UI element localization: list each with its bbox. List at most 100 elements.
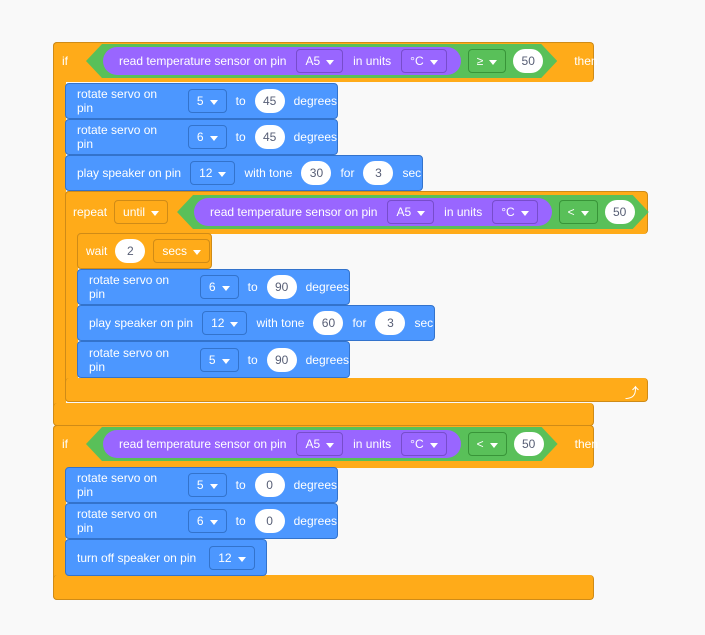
- pin-dropdown[interactable]: 12: [190, 161, 236, 185]
- degrees-label: degrees: [293, 130, 337, 144]
- chevron-down-icon: [581, 211, 589, 216]
- play-speaker-block[interactable]: play speaker on pin 12 with tone 30 for …: [65, 155, 423, 191]
- pin-dropdown[interactable]: 6: [187, 125, 227, 149]
- chevron-down-icon: [326, 60, 334, 65]
- degrees-label: degrees: [293, 514, 337, 528]
- pin-dropdown[interactable]: 5: [199, 347, 239, 372]
- to-label: to: [247, 352, 258, 367]
- wait-input[interactable]: 2: [115, 239, 146, 263]
- chevron-down-icon: [521, 211, 529, 216]
- degrees-input[interactable]: 45: [254, 89, 285, 113]
- degrees-label: degrees: [293, 94, 337, 108]
- block-label: rotate servo on pin: [77, 87, 158, 115]
- repeat-mode-dropdown[interactable]: until: [114, 200, 169, 224]
- rotate-servo-block[interactable]: rotate servo on pin 5 to 0 degrees: [65, 467, 338, 503]
- tone-input[interactable]: 30: [301, 161, 332, 185]
- block-label: rotate servo on pin: [89, 345, 170, 374]
- temperature-sensor-reporter[interactable]: read temperature sensor on pin A5 in uni…: [103, 430, 461, 458]
- sec-label: sec: [402, 166, 422, 180]
- unit-dropdown[interactable]: °C: [492, 200, 537, 224]
- repeat-label: repeat: [73, 205, 108, 219]
- chevron-down-icon: [209, 136, 218, 141]
- temperature-sensor-reporter[interactable]: read temperature sensor on pin A5 in uni…: [103, 47, 461, 75]
- time-unit-dropdown[interactable]: secs: [153, 239, 211, 263]
- degrees-label: degrees: [305, 352, 349, 367]
- pin-dropdown[interactable]: 5: [187, 473, 227, 497]
- chevron-down-icon: [237, 556, 246, 562]
- pin-dropdown[interactable]: 6: [187, 509, 227, 533]
- wait-block[interactable]: wait 2 secs: [77, 233, 212, 269]
- chevron-down-icon: [430, 60, 438, 65]
- operator-dropdown[interactable]: <: [559, 200, 598, 224]
- to-label: to: [247, 280, 258, 294]
- value-input[interactable]: 50: [605, 200, 635, 224]
- chevron-down-icon: [489, 60, 497, 65]
- pin-dropdown[interactable]: A5: [296, 432, 343, 456]
- condition-compare[interactable]: read temperature sensor on pin A5 in uni…: [177, 195, 649, 229]
- to-label: to: [235, 130, 246, 144]
- value-input[interactable]: 50: [513, 49, 543, 73]
- play-speaker-block[interactable]: play speaker on pin 12 with tone 60 for …: [77, 305, 435, 341]
- sensor-label: read temperature sensor on pin: [210, 205, 378, 219]
- repeat-bottom: ⤴: [65, 378, 648, 402]
- chevron-down-icon: [490, 443, 498, 448]
- if-label: if: [62, 54, 68, 68]
- pin-dropdown[interactable]: A5: [296, 49, 343, 73]
- to-label: to: [235, 514, 246, 528]
- unit-dropdown[interactable]: °C: [401, 49, 446, 73]
- block-label: rotate servo on pin: [77, 471, 158, 499]
- degrees-label: degrees: [293, 478, 337, 492]
- units-label: in units: [353, 437, 392, 451]
- rotate-servo-block[interactable]: rotate servo on pin 5 to 45 degrees: [65, 83, 338, 119]
- chevron-down-icon: [221, 286, 230, 291]
- pin-dropdown[interactable]: 12: [202, 311, 248, 335]
- tone-label: with tone: [256, 316, 305, 330]
- for-label: for: [340, 166, 355, 180]
- sensor-label: read temperature sensor on pin: [119, 437, 287, 451]
- tone-label: with tone: [244, 166, 293, 180]
- rotate-servo-block[interactable]: rotate servo on pin 5 to 90 degrees: [77, 341, 350, 378]
- if-block-1-bottom: [53, 403, 594, 426]
- duration-input[interactable]: 3: [363, 161, 394, 185]
- condition-compare[interactable]: read temperature sensor on pin A5 in uni…: [86, 44, 557, 78]
- loop-arrow-icon: ⤴: [625, 385, 639, 401]
- then-label: then: [574, 54, 598, 68]
- degrees-input[interactable]: 0: [254, 473, 285, 497]
- chevron-down-icon: [230, 322, 239, 327]
- block-label: rotate servo on pin: [77, 123, 158, 151]
- pin-dropdown[interactable]: A5: [387, 200, 434, 224]
- degrees-input[interactable]: 90: [266, 347, 297, 372]
- duration-input[interactable]: 3: [375, 311, 406, 335]
- sensor-label: read temperature sensor on pin: [119, 54, 287, 68]
- pin-dropdown[interactable]: 5: [187, 89, 227, 113]
- degrees-label: degrees: [305, 280, 349, 294]
- degrees-input[interactable]: 45: [254, 125, 285, 149]
- value-input[interactable]: 50: [514, 432, 544, 456]
- operator-dropdown[interactable]: <: [468, 432, 507, 456]
- block-label: play speaker on pin: [89, 316, 194, 330]
- turn-off-speaker-block[interactable]: turn off speaker on pin 12: [65, 539, 267, 576]
- units-label: in units: [444, 205, 483, 219]
- rotate-servo-block[interactable]: rotate servo on pin 6 to 90 degrees: [77, 269, 350, 305]
- block-label: rotate servo on pin: [77, 507, 158, 535]
- tone-input[interactable]: 60: [313, 311, 344, 335]
- to-label: to: [235, 478, 246, 492]
- wait-label: wait: [86, 244, 108, 258]
- chevron-down-icon: [430, 443, 438, 448]
- rotate-servo-block[interactable]: rotate servo on pin 6 to 0 degrees: [65, 503, 338, 539]
- pin-dropdown[interactable]: 12: [209, 545, 255, 570]
- block-label: play speaker on pin: [77, 166, 182, 180]
- if-block-2-bottom: [53, 575, 594, 600]
- unit-dropdown[interactable]: °C: [401, 432, 446, 456]
- chevron-down-icon: [209, 484, 218, 489]
- then-label: then: [574, 437, 598, 451]
- chevron-down-icon: [209, 100, 218, 105]
- operator-dropdown[interactable]: ≥: [468, 49, 507, 73]
- temperature-sensor-reporter[interactable]: read temperature sensor on pin A5 in uni…: [194, 198, 552, 226]
- to-label: to: [235, 94, 246, 108]
- pin-dropdown[interactable]: 6: [199, 275, 239, 299]
- degrees-input[interactable]: 0: [254, 509, 285, 533]
- degrees-input[interactable]: 90: [266, 275, 297, 299]
- condition-compare[interactable]: read temperature sensor on pin A5 in uni…: [86, 427, 558, 461]
- rotate-servo-block[interactable]: rotate servo on pin 6 to 45 degrees: [65, 119, 338, 155]
